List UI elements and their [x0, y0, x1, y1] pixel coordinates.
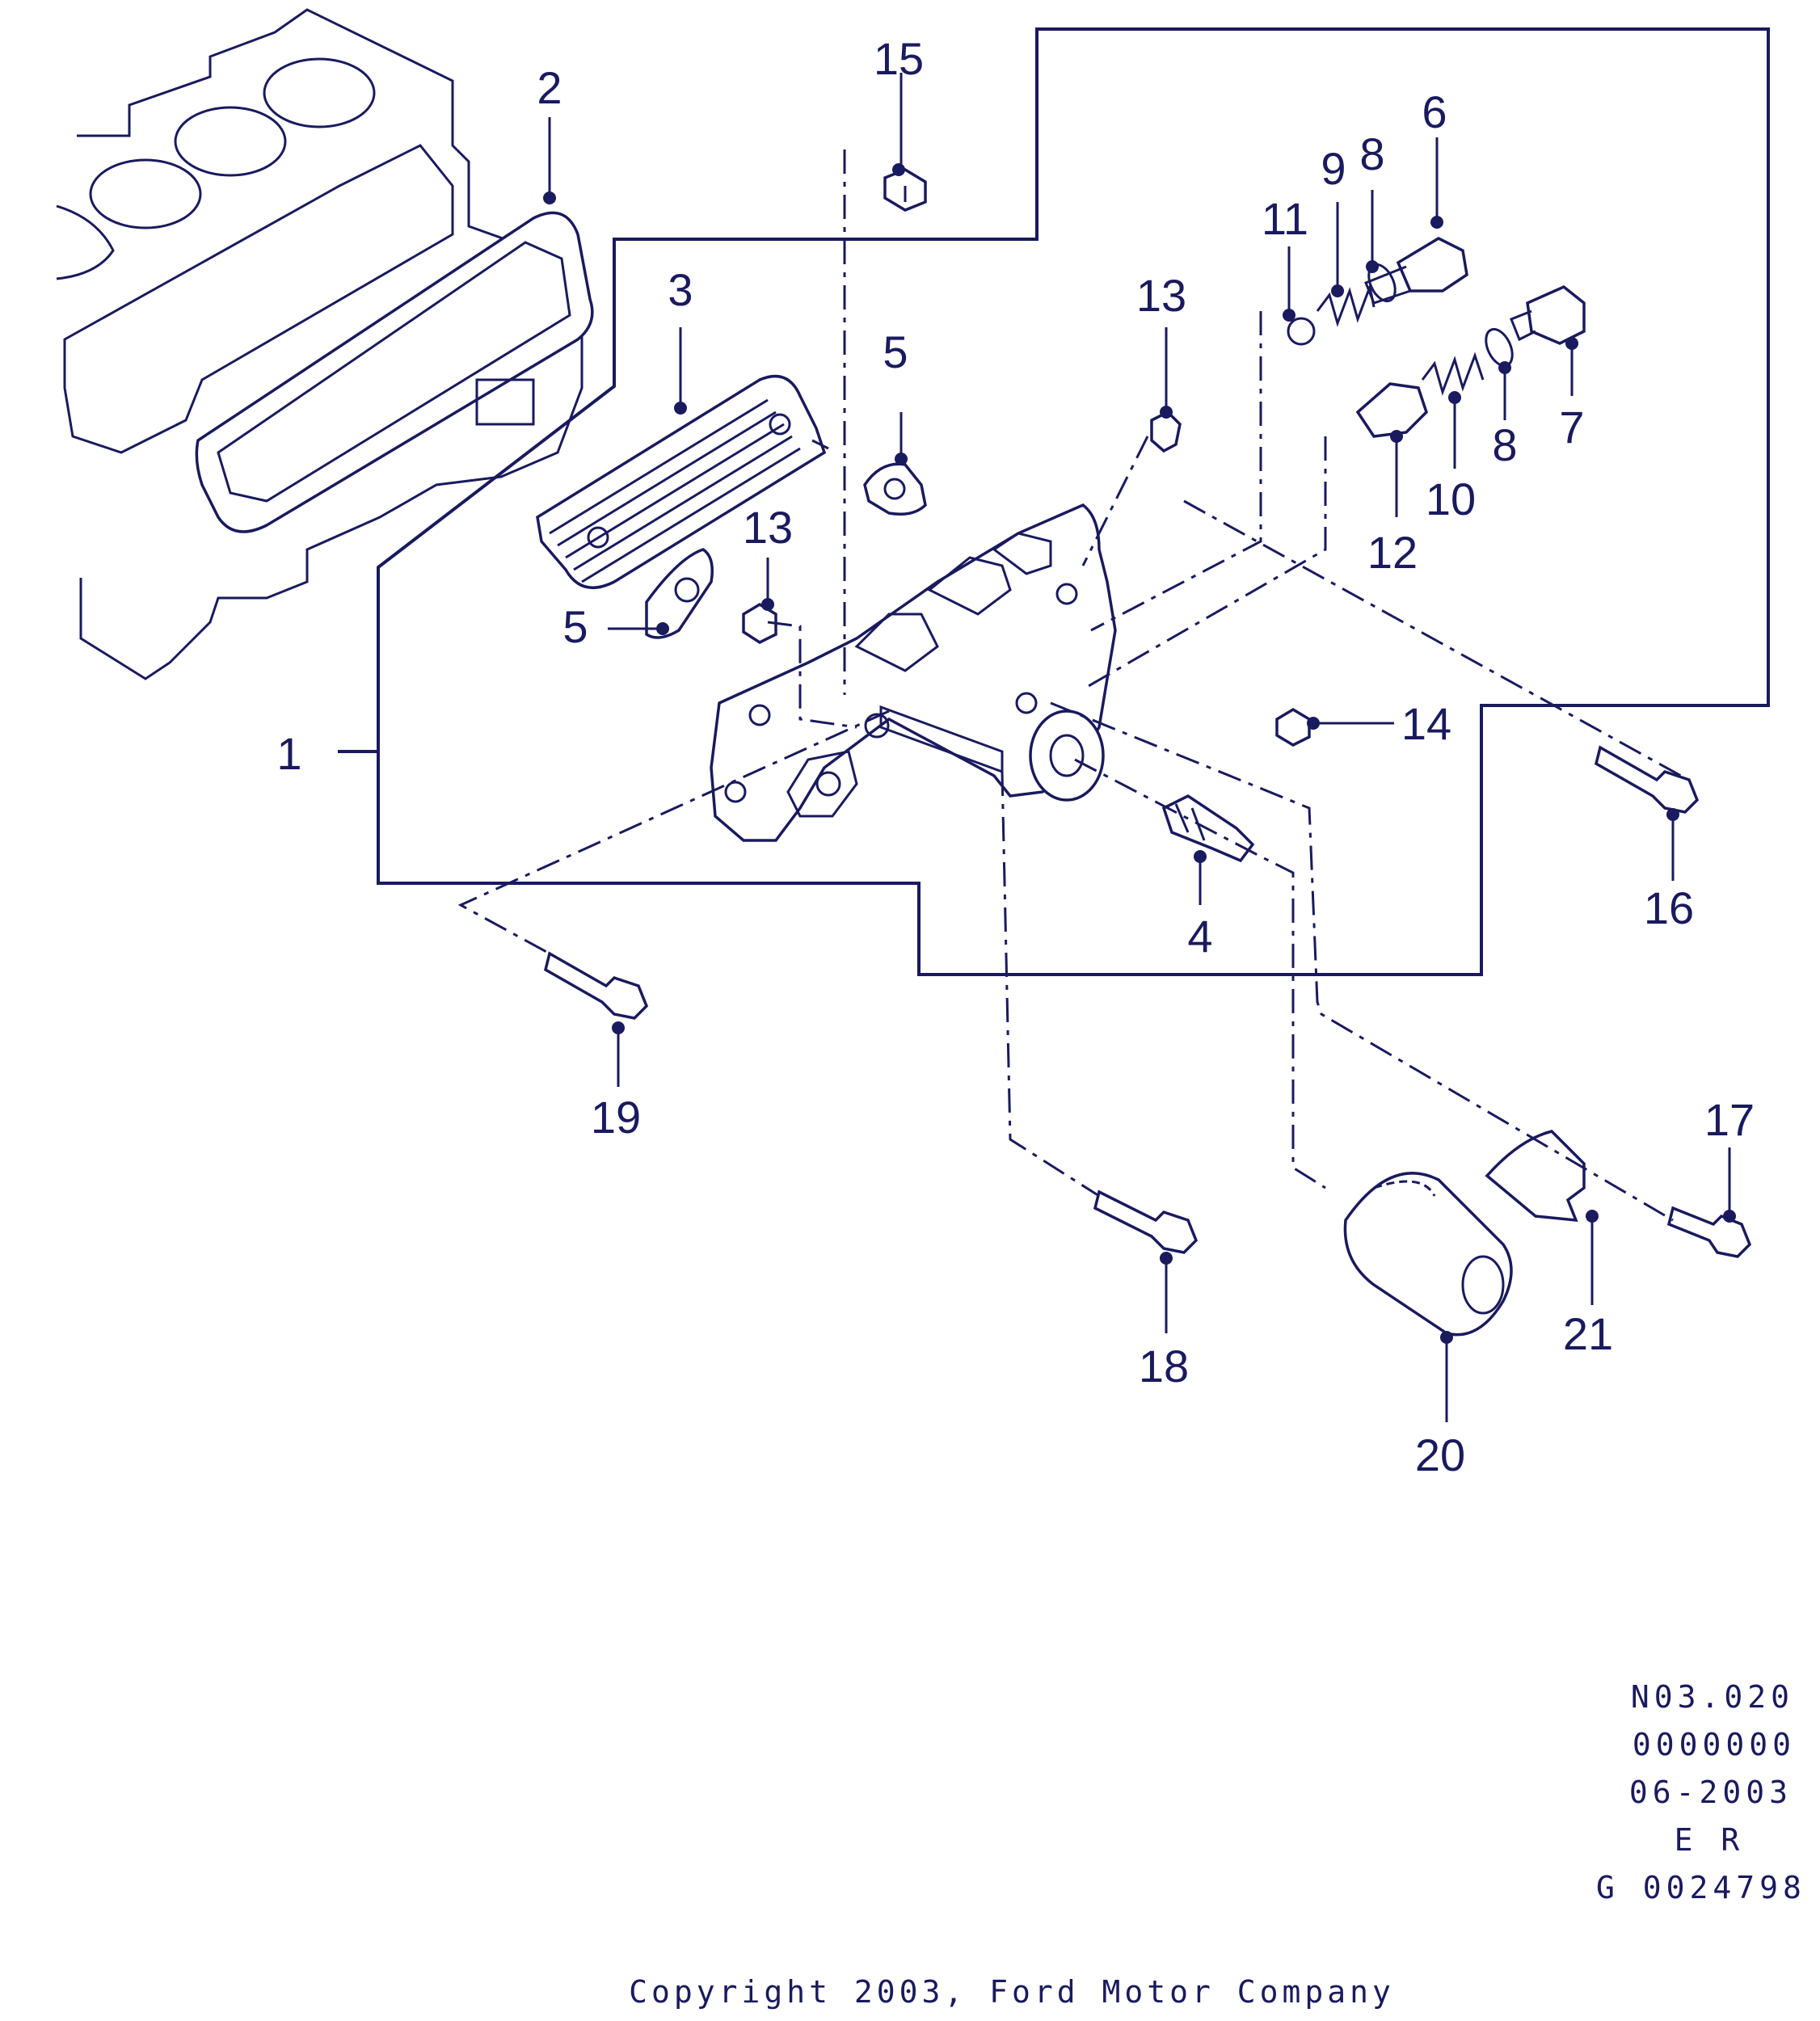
alignment-lines [457, 149, 1682, 1222]
gasket-part-5-upper [863, 453, 927, 516]
callout-7: 7 [1559, 402, 1584, 453]
callout-1: 1 [276, 728, 301, 779]
ball-part-11 [1283, 309, 1316, 346]
callout-4: 4 [1187, 911, 1212, 962]
callout-3: 3 [668, 264, 693, 315]
plug-part-13-lower [742, 598, 777, 645]
reference-line-1: N03.020 [1631, 1679, 1794, 1715]
engine-block [56, 8, 583, 680]
bolt-part-18 [1093, 1189, 1199, 1265]
o-ring-part-8-lower [1485, 327, 1514, 374]
callout-5-lower: 5 [562, 601, 588, 652]
plug-part-6 [1364, 216, 1468, 305]
bolt-part-19 [543, 951, 649, 1034]
callout-21: 21 [1563, 1308, 1613, 1359]
callout-14: 14 [1401, 698, 1451, 749]
leader-lines [548, 73, 1731, 1422]
callout-17: 17 [1704, 1094, 1755, 1145]
spring-part-9 [1316, 282, 1376, 327]
spring-part-10 [1421, 352, 1485, 404]
gasket-part-2 [195, 192, 594, 533]
oil-filter-housing [710, 503, 1117, 842]
reference-line-5: G 0024798 0 [1596, 1870, 1820, 1905]
callout-6: 6 [1422, 86, 1447, 137]
callout-9: 9 [1321, 143, 1346, 194]
callout-5-upper: 5 [883, 326, 908, 377]
callout-18: 18 [1139, 1341, 1189, 1392]
reference-line-4: E R [1675, 1822, 1745, 1858]
o-ring-part-8-upper [1366, 260, 1397, 303]
callout-16: 16 [1644, 882, 1694, 933]
reference-line-2: 0000000 [1633, 1727, 1796, 1762]
valve-part-12 [1355, 382, 1429, 443]
callout-8-lower: 8 [1492, 419, 1517, 470]
plug-part-7 [1510, 284, 1586, 350]
reference-line-3: 06-2003 [1629, 1775, 1793, 1810]
gasket-part-5-lower [645, 548, 714, 639]
callout-labels: 1 2 3 4 5 5 6 7 8 8 9 10 11 12 13 13 14 … [276, 33, 1755, 1480]
callout-11: 11 [1262, 193, 1308, 244]
callout-13-lower: 13 [743, 502, 793, 553]
oil-filter-part-20 [1343, 1172, 1513, 1344]
callout-20: 20 [1415, 1429, 1465, 1480]
callout-12: 12 [1367, 527, 1418, 578]
callout-10: 10 [1426, 474, 1476, 524]
callout-19: 19 [591, 1092, 641, 1143]
callout-13-upper: 13 [1136, 270, 1186, 321]
reference-block: N03.020 0000000 06-2003 E R G 0024798 0 [1596, 1679, 1820, 1905]
nut-part-14 [1275, 707, 1320, 747]
plug-part-13-upper [1150, 406, 1182, 453]
callout-2: 2 [537, 62, 562, 113]
bolt-part-16 [1594, 745, 1700, 821]
callout-8-upper: 8 [1359, 128, 1384, 179]
bolt-part-17 [1666, 1206, 1752, 1258]
oil-cooler-part-3 [536, 374, 829, 589]
assembly-bracket-outline [338, 27, 1770, 976]
callout-15: 15 [874, 33, 924, 84]
copyright-notice: Copyright 2003, Ford Motor Company [629, 1974, 1395, 2010]
